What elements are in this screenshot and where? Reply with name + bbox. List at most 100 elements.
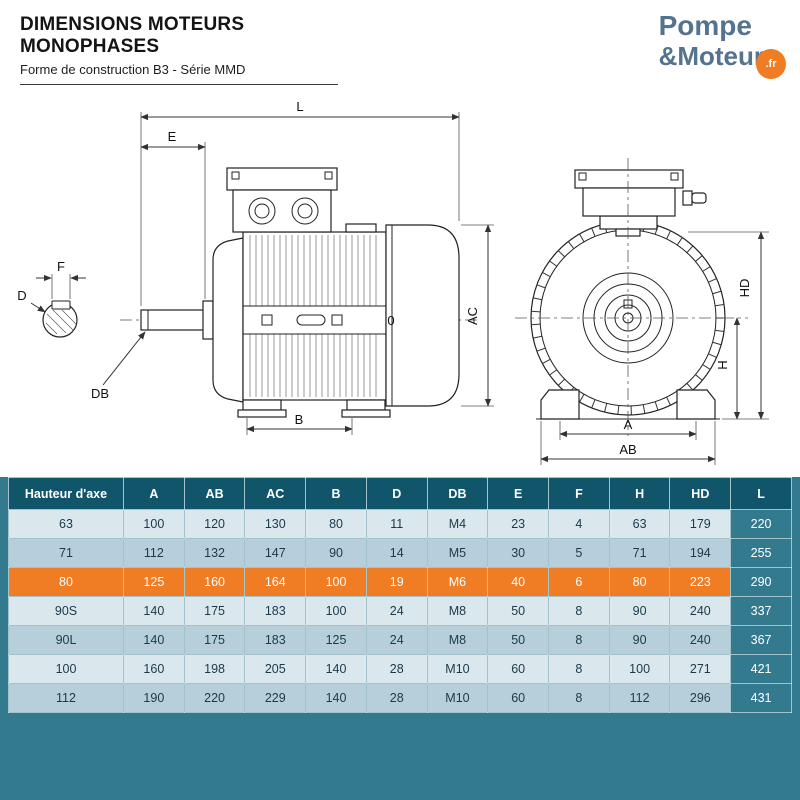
cable-gland xyxy=(682,190,693,206)
table-cell: 125 xyxy=(123,567,185,597)
table-cell: M8 xyxy=(426,596,489,626)
table-cell: 125 xyxy=(305,625,367,655)
dimension-AC: AC xyxy=(461,224,494,407)
logo-fr-badge: .fr xyxy=(756,49,786,79)
dimension-DB: DB xyxy=(91,331,146,401)
table-cell: 140 xyxy=(305,683,367,713)
table-cell: 11 xyxy=(365,509,428,539)
table-cell: 194 xyxy=(669,538,732,568)
table-cell: 63 xyxy=(8,509,124,539)
table-cell: 120 xyxy=(183,509,246,539)
logo-text-pompe: Pompe xyxy=(658,10,752,41)
dim-label-L: L xyxy=(296,99,303,114)
table-cell: 80 xyxy=(8,567,124,597)
table-cell: M6 xyxy=(426,567,489,597)
table-cell: 132 xyxy=(183,538,246,568)
column-header-F: F xyxy=(548,477,610,510)
feet-front xyxy=(536,389,720,420)
table-cell: 80 xyxy=(305,509,367,539)
dim-label-A: A xyxy=(624,417,633,432)
dimension-F: F xyxy=(36,259,86,299)
table-cell: 100 xyxy=(305,596,367,626)
column-header-E: E xyxy=(487,477,550,510)
table-cell: M10 xyxy=(426,683,489,713)
table-cell: 90S xyxy=(8,596,124,626)
table-cell: 90L xyxy=(8,625,124,655)
table-cell: 205 xyxy=(244,654,307,684)
table-cell: 160 xyxy=(123,654,185,684)
dimension-H: H xyxy=(715,317,741,420)
motor-side-view: 0 xyxy=(120,167,480,418)
table-cell: 179 xyxy=(669,509,732,539)
table-cell: 50 xyxy=(487,625,550,655)
table-cell: M10 xyxy=(426,654,489,684)
table-cell: 229 xyxy=(244,683,307,713)
table-cell: 8 xyxy=(548,596,610,626)
table-cell: 220 xyxy=(730,509,792,539)
table-cell: 40 xyxy=(487,567,550,597)
terminal-box-side xyxy=(226,167,338,233)
page-title: DIMENSIONS MOTEURS MONOPHASES xyxy=(20,14,245,57)
table-cell: 140 xyxy=(123,596,185,626)
column-header-H: H xyxy=(608,477,671,510)
table-cell: 63 xyxy=(608,509,671,539)
table-cell: 240 xyxy=(669,625,732,655)
table-cell: 140 xyxy=(305,654,367,684)
dimension-E: E xyxy=(140,129,206,299)
table-cell: 24 xyxy=(365,625,428,655)
table-cell: 255 xyxy=(730,538,792,568)
table-cell: 112 xyxy=(608,683,671,713)
brand-logo: Pompe &Moteur .fr xyxy=(658,10,786,79)
table-cell: M4 xyxy=(426,509,489,539)
table-cell: 24 xyxy=(365,596,428,626)
table-cell: 164 xyxy=(244,567,307,597)
table-cell: 71 xyxy=(8,538,124,568)
table-cell: 28 xyxy=(365,654,428,684)
table-cell: 100 xyxy=(123,509,185,539)
page-subtitle: Forme de construction B3 - Série MMD xyxy=(20,62,246,77)
table-cell: 140 xyxy=(123,625,185,655)
logo-text-moteur: &Moteur xyxy=(658,41,764,71)
column-header-AB: AB xyxy=(183,477,246,510)
table-cell: 190 xyxy=(123,683,185,713)
column-header-AC: AC xyxy=(244,477,307,510)
table-cell: 183 xyxy=(244,625,307,655)
end-bell xyxy=(212,237,244,403)
motor-front-view xyxy=(515,158,748,436)
column-header-D: D xyxy=(365,477,428,510)
table-cell: 30 xyxy=(487,538,550,568)
shaft xyxy=(140,309,206,331)
dim-label-HD: HD xyxy=(737,279,752,298)
terminal-box-front xyxy=(574,169,707,217)
table-cell: 296 xyxy=(669,683,732,713)
table-cell: 175 xyxy=(183,625,246,655)
table-cell: 337 xyxy=(730,596,792,626)
shaft-cross-section xyxy=(42,300,78,338)
feet-side xyxy=(237,399,391,418)
table-cell: 5 xyxy=(548,538,610,568)
table-cell: 198 xyxy=(183,654,246,684)
table-cell: 100 xyxy=(8,654,124,684)
table-cell: 8 xyxy=(548,625,610,655)
table-cell: 183 xyxy=(244,596,307,626)
dim-label-AB: AB xyxy=(619,442,636,457)
table-cell: 90 xyxy=(305,538,367,568)
table-cell: 112 xyxy=(123,538,185,568)
table-cell: 240 xyxy=(669,596,732,626)
dimensions-table: Hauteur d'axe A AB AC B D DB E F H HD L … xyxy=(8,477,792,713)
table-cell: 80 xyxy=(608,567,671,597)
table-cell: 130 xyxy=(244,509,307,539)
table-cell: 271 xyxy=(669,654,732,684)
dimension-A: A xyxy=(559,417,697,440)
dim-label-H: H xyxy=(715,360,730,369)
table-cell: 14 xyxy=(365,538,428,568)
fan-cover xyxy=(385,224,460,407)
